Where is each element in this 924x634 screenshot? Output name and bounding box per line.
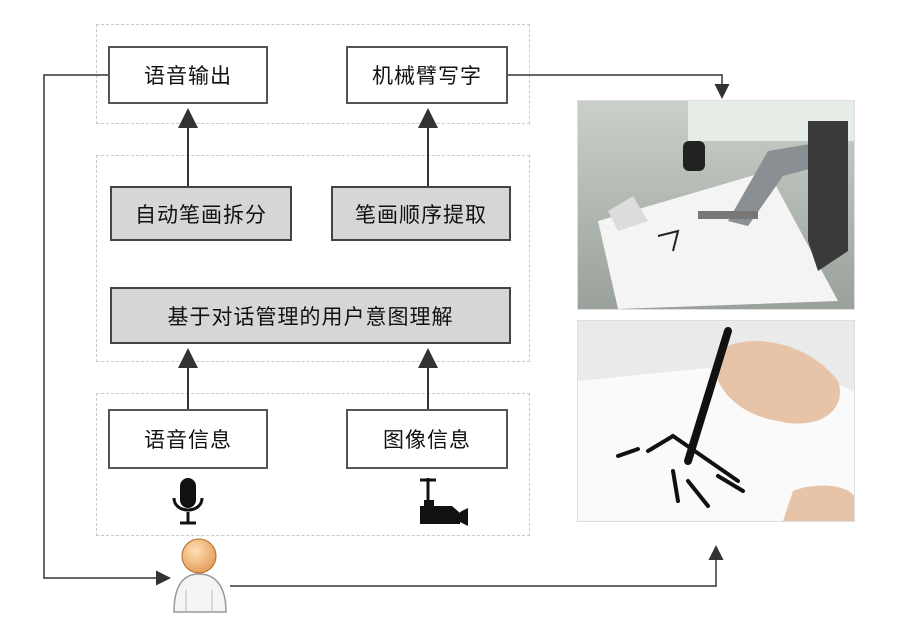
stroke-order-box: 笔画顺序提取 bbox=[331, 186, 511, 241]
image-info-box: 图像信息 bbox=[346, 409, 508, 469]
arrow-user-to-photo bbox=[230, 545, 724, 587]
input-group bbox=[96, 393, 530, 536]
output-group bbox=[96, 24, 530, 124]
stroke-split-box: 自动笔画拆分 bbox=[110, 186, 292, 241]
microphone-icon bbox=[172, 478, 204, 525]
speech-output-box: 语音输出 bbox=[108, 46, 268, 104]
human-hand-writing-photo bbox=[577, 320, 855, 522]
user-icon bbox=[173, 538, 227, 613]
arrow-speech-to-user bbox=[43, 74, 171, 586]
robot-arm-writing-photo bbox=[577, 100, 855, 310]
intent-understanding-box: 基于对话管理的用户意图理解 bbox=[110, 287, 511, 344]
arm-writing-box: 机械臂写字 bbox=[346, 46, 508, 104]
processing-group bbox=[96, 155, 530, 362]
camera-icon bbox=[420, 478, 468, 526]
voice-info-box: 语音信息 bbox=[108, 409, 268, 469]
arrow-arm-to-photo bbox=[508, 74, 730, 99]
